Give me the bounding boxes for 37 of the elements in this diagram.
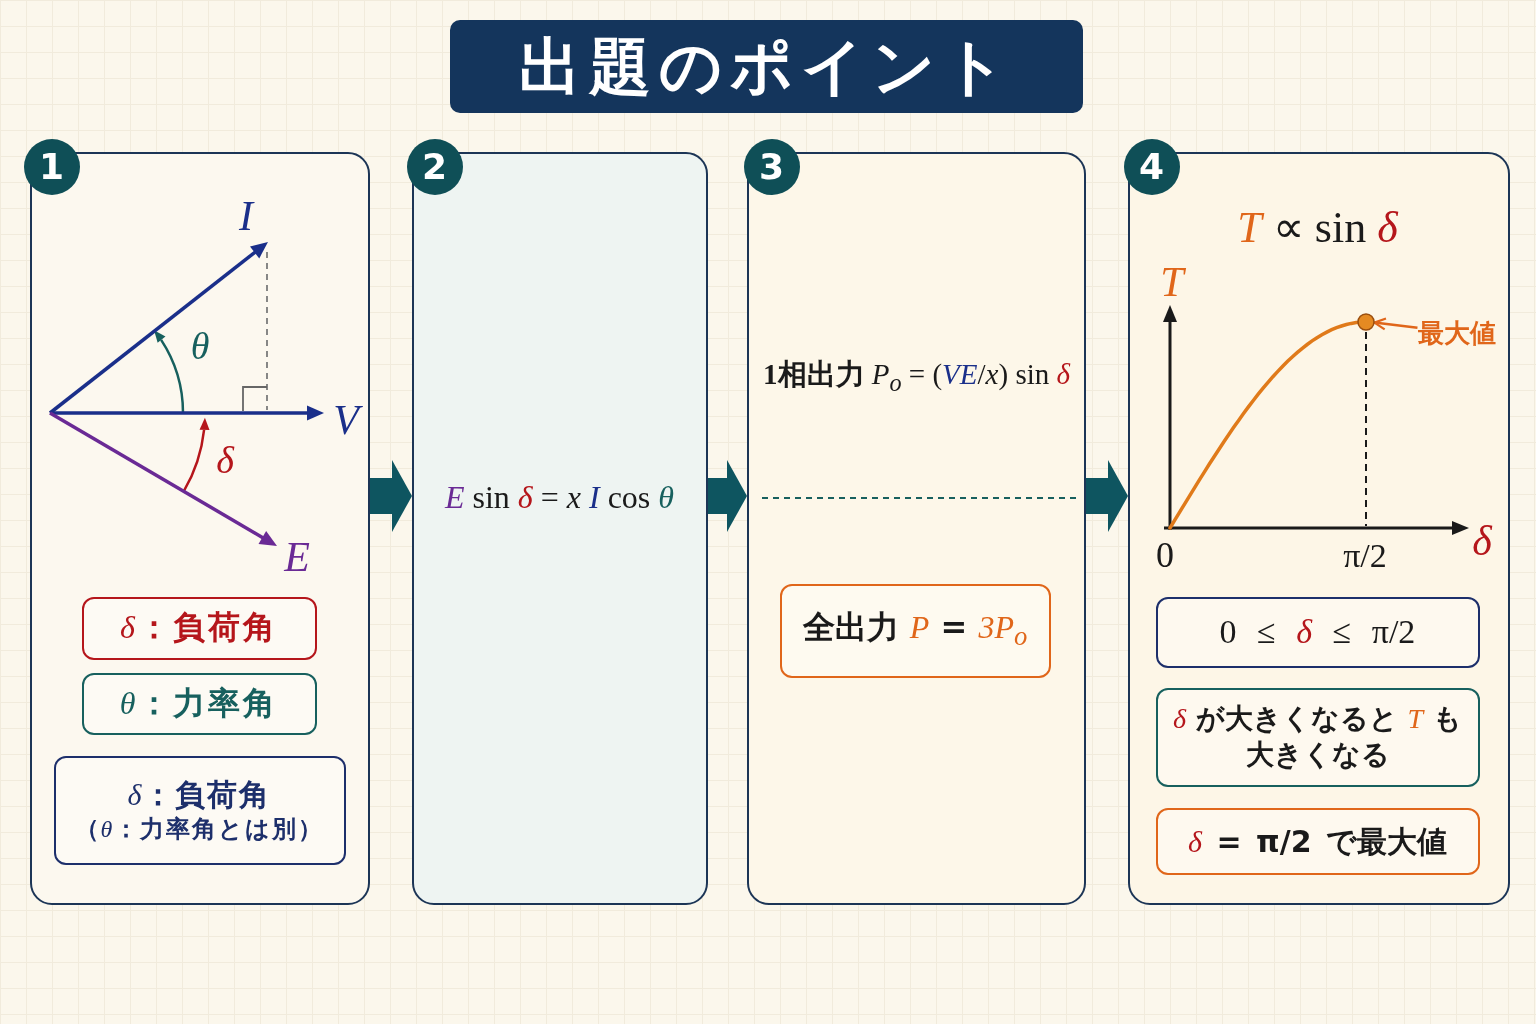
- formula-text: T ∝ sin δ: [1237, 203, 1398, 252]
- tick-label: π/2: [1343, 537, 1387, 575]
- flow-arrow: [370, 460, 412, 532]
- flow-arrow: [708, 460, 747, 532]
- condition-text: δ = π/2 で最大値: [1188, 822, 1447, 861]
- definition-text: δ：負荷角: [120, 607, 278, 649]
- condition-text: δ が大きくなると T も大きくなる: [1172, 700, 1463, 773]
- condition-card: [1155, 807, 1480, 875]
- condition-card: [1155, 596, 1480, 668]
- formula-text: 全出力 P = 3P$_{o}$: [802, 606, 1028, 654]
- angle-label: δ: [216, 440, 234, 482]
- axis-label: δ: [1472, 517, 1492, 565]
- title-banner: 出題のポイント: [450, 20, 1083, 113]
- peak-dot-icon: [1356, 312, 1375, 331]
- vector-label: I: [239, 192, 253, 240]
- note-text: （θ：力率角とは別）: [74, 813, 325, 845]
- definition-card: [53, 755, 346, 865]
- angle-label: θ: [190, 326, 210, 368]
- step-number-badge: 4: [1123, 138, 1180, 195]
- axis-label: T: [1160, 258, 1184, 306]
- formula-text: 1相出力 P$_{o}$ = (VE/x) sin δ: [763, 358, 1070, 397]
- leader-arrow: [1373, 317, 1418, 331]
- step-number-badge: 2: [406, 138, 463, 195]
- definition-card: [81, 672, 317, 735]
- formula-text: E sin δ = x I cos θ: [445, 479, 674, 516]
- vector-label: E: [284, 533, 310, 581]
- step-number-badge: 3: [743, 138, 800, 195]
- result-card: [779, 583, 1051, 678]
- tick-label: 0: [1156, 536, 1174, 576]
- annotation-text: 最大値: [1417, 318, 1496, 347]
- definition-text: θ：力率角: [119, 682, 279, 724]
- flow-arrow: [1086, 460, 1128, 532]
- condition-card: [1155, 687, 1480, 787]
- definition-card: [81, 596, 317, 660]
- condition-text: 0 ≤ δ ≤ π/2: [1219, 611, 1416, 652]
- step-number-badge: 1: [23, 138, 80, 195]
- definition-text: δ：負荷角: [127, 775, 272, 814]
